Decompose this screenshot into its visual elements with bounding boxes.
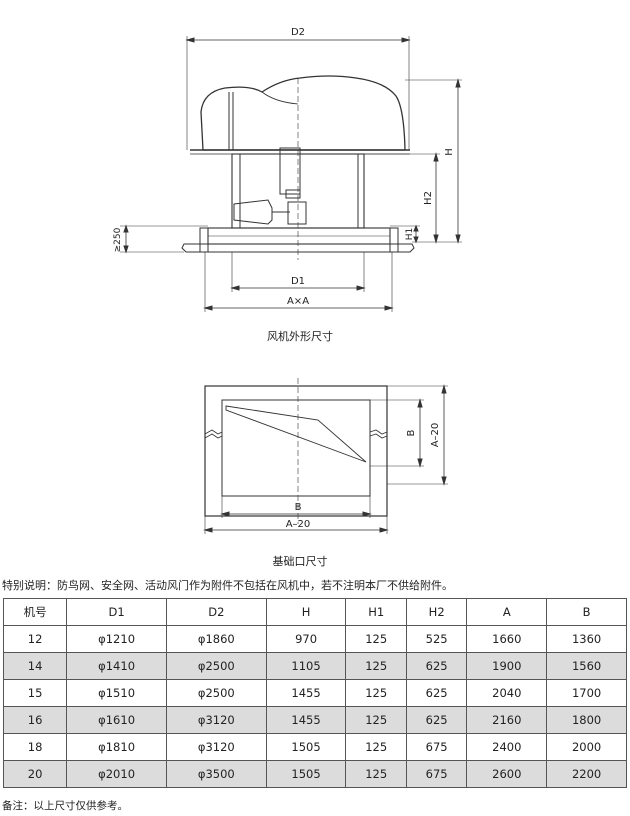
table-cell: 970 (265, 625, 347, 653)
table-cell: 2160 (466, 706, 548, 734)
table-cell: φ1510 (66, 679, 167, 707)
table-cell: 1560 (546, 652, 627, 680)
table-cell: 2200 (546, 760, 627, 788)
table-cell: 125 (345, 652, 407, 680)
table-row: 14 φ1410 φ2500 1105 125 625 1900 1560 (2, 652, 627, 680)
table-cell: φ3120 (165, 706, 267, 734)
fan-outline-drawing: D2 D1 A×A H H2 H1 ≥250 (113, 27, 462, 312)
table-cell: 1360 (546, 625, 627, 653)
table-cell: φ3120 (165, 733, 267, 761)
table-cell: φ2010 (66, 760, 167, 788)
dimension-table: 机号 D1 D2 H H1 H2 A B 12 φ1210 φ1860 970 … (2, 598, 627, 788)
table-cell: 1505 (265, 733, 347, 761)
table-cell: 1455 (265, 679, 347, 707)
label-b-horizontal: B (295, 502, 302, 513)
table-cell: 12 (2, 625, 68, 653)
table-cell: 1900 (466, 652, 548, 680)
table-cell: 675 (405, 760, 468, 788)
label-axa: A×A (287, 296, 309, 307)
header-b: B (546, 598, 627, 626)
table-cell: 1455 (265, 706, 347, 734)
label-ge250: ≥250 (113, 227, 123, 252)
figure2-caption: 基础口尺寸 (272, 555, 328, 568)
special-note: 特别说明：防鸟网、安全网、活动风门作为附件不包括在风机中，若不注明本厂不供给附件… (2, 579, 453, 592)
label-h1: H1 (405, 228, 415, 241)
table-cell: 1800 (546, 706, 627, 734)
table-cell: 20 (2, 760, 68, 788)
table-cell: φ3500 (165, 760, 267, 788)
table-cell: φ1610 (66, 706, 167, 734)
table-cell: 2040 (466, 679, 548, 707)
header-model: 机号 (2, 598, 68, 626)
label-d2: D2 (291, 27, 305, 38)
table-row: 12 φ1210 φ1860 970 125 525 1660 1360 (2, 625, 627, 653)
footer-note: 备注：以上尺寸仅供参考。 (2, 800, 128, 812)
header-a: A (466, 598, 548, 626)
table-cell: 1105 (265, 652, 347, 680)
table-cell: φ1860 (165, 625, 267, 653)
table-row: 16 φ1610 φ3120 1455 125 625 2160 1800 (2, 706, 627, 734)
header-h: H (265, 598, 347, 626)
table-header-row: 机号 D1 D2 H H1 H2 A B (2, 598, 627, 626)
table-cell: 1700 (546, 679, 627, 707)
table-cell: 1660 (466, 625, 548, 653)
table-cell: 625 (405, 652, 468, 680)
table-cell: 1505 (265, 760, 347, 788)
label-h: H (444, 148, 455, 156)
label-d1: D1 (291, 276, 305, 287)
label-h2: H2 (423, 191, 434, 205)
table-cell: 125 (345, 733, 407, 761)
table-cell: 625 (405, 706, 468, 734)
header-h2: H2 (405, 598, 468, 626)
table-cell: 525 (405, 625, 468, 653)
header-d1: D1 (66, 598, 167, 626)
table-row: 20 φ2010 φ3500 1505 125 675 2600 2200 (2, 760, 627, 788)
table-cell: 2600 (466, 760, 548, 788)
table-cell: 16 (2, 706, 68, 734)
table-cell: 675 (405, 733, 468, 761)
foundation-opening-drawing: B A–20 B A–20 (203, 378, 448, 534)
table-cell: 2400 (466, 733, 548, 761)
table-cell: 18 (2, 733, 68, 761)
table-cell: φ2500 (165, 679, 267, 707)
table-cell: φ1210 (66, 625, 167, 653)
table-row: 15 φ1510 φ2500 1455 125 625 2040 1700 (2, 679, 627, 707)
table-cell: 15 (2, 679, 68, 707)
table-cell: φ1410 (66, 652, 167, 680)
table-cell: 125 (345, 679, 407, 707)
table-row: 18 φ1810 φ3120 1505 125 675 2400 2000 (2, 733, 627, 761)
table-cell: 125 (345, 625, 407, 653)
header-h1: H1 (345, 598, 407, 626)
label-a20-vertical: A–20 (430, 423, 441, 448)
table-cell: 14 (2, 652, 68, 680)
table-cell: 2000 (546, 733, 627, 761)
table-cell: φ1810 (66, 733, 167, 761)
figure1-caption: 风机外形尺寸 (267, 330, 333, 343)
table-cell: 125 (345, 760, 407, 788)
table-cell: φ2500 (165, 652, 267, 680)
label-a20-horizontal: A–20 (286, 519, 311, 530)
header-d2: D2 (165, 598, 267, 626)
table-cell: 625 (405, 679, 468, 707)
table-cell: 125 (345, 706, 407, 734)
label-b-vertical: B (406, 429, 417, 436)
